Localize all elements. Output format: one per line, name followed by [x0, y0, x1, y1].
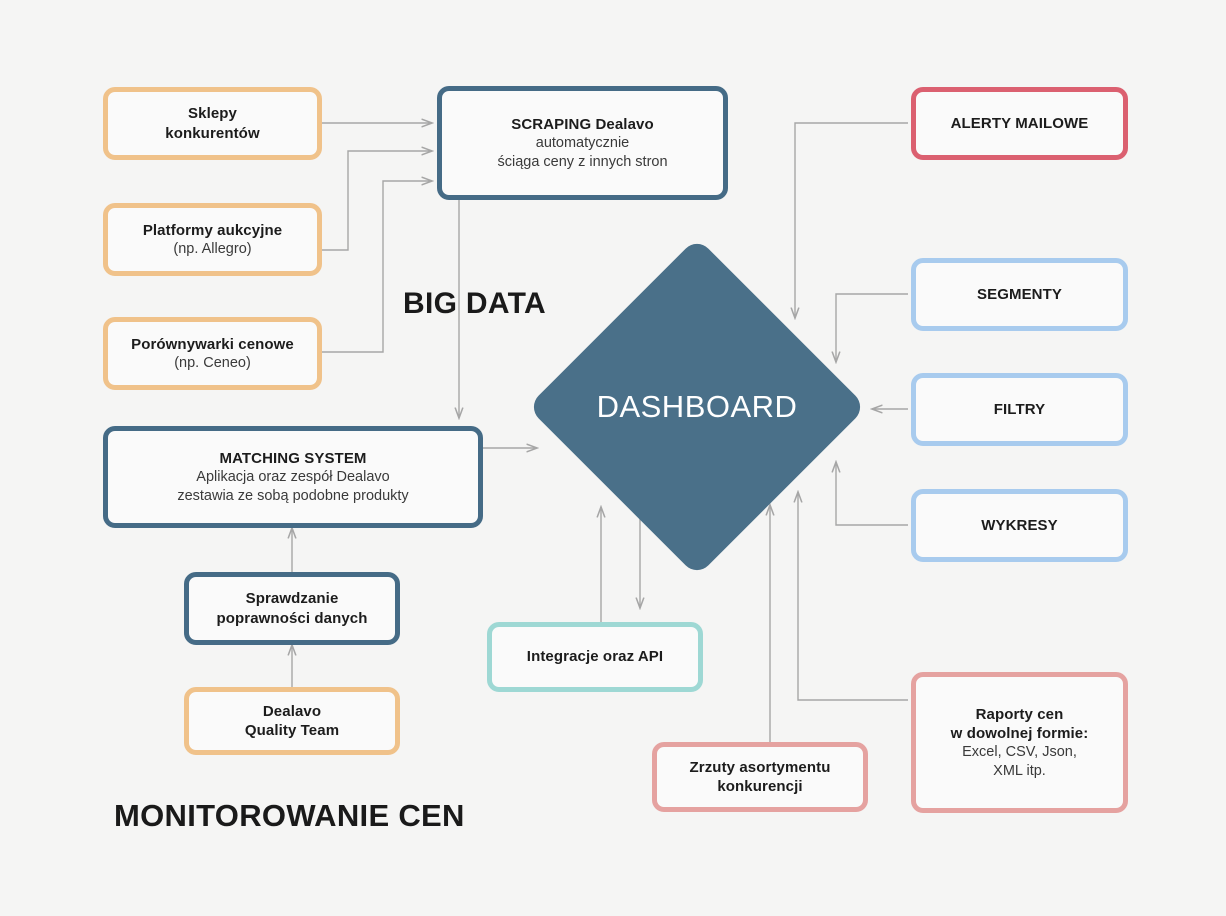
node-filtry[interactable]: FILTRY — [911, 373, 1128, 446]
node-matching-title: MATCHING SYSTEM — [219, 449, 367, 467]
node-zrzuty-line1: Zrzuty asortymentu — [689, 758, 831, 776]
node-platformy-line2: (np. Allegro) — [173, 240, 252, 257]
node-sklepy-line2: konkurentów — [165, 124, 260, 142]
node-alerty-mailowe[interactable]: ALERTY MAILOWE — [911, 87, 1128, 160]
node-sprawdzanie-poprawnosci[interactable]: Sprawdzanie poprawności danych — [184, 572, 400, 645]
node-platformy-line1: Platformy aukcyjne — [142, 221, 283, 239]
node-platformy-aukcyjne[interactable]: Platformy aukcyjne (np. Allegro) — [103, 203, 322, 276]
node-porownywarki-cenowe[interactable]: Porównywarki cenowe (np. Ceneo) — [103, 317, 322, 390]
node-integracje-api[interactable]: Integracje oraz API — [487, 622, 703, 692]
node-zrzuty-line2: konkurencji — [717, 778, 803, 795]
node-wykresy[interactable]: WYKRESY — [911, 489, 1128, 562]
node-alerty-label: ALERTY MAILOWE — [950, 114, 1089, 132]
node-quality-line2: Quality Team — [244, 722, 340, 739]
node-filtry-label: FILTRY — [993, 400, 1046, 418]
node-porownywarki-line1: Porównywarki cenowe — [131, 335, 294, 353]
node-sklepy-line1: Sklepy — [188, 105, 237, 123]
node-zrzuty-asortymentu[interactable]: Zrzuty asortymentu konkurencji — [652, 742, 868, 812]
node-raporty-line3: Excel, CSV, Json, — [962, 744, 1077, 761]
node-porownywarki-line2: (np. Ceneo) — [174, 354, 251, 371]
node-scraping-line3: ściąga ceny z innych stron — [497, 153, 668, 170]
label-big-data: BIG DATA — [403, 287, 546, 320]
node-matching-line2: Aplikacja oraz zespół Dealavo — [196, 469, 390, 486]
node-dealavo-quality-team[interactable]: Dealavo Quality Team — [184, 687, 400, 755]
node-raporty-line2: w dowolnej formie: — [950, 724, 1089, 742]
node-sklepy-konkurentow[interactable]: Sklepy konkurentów — [103, 87, 322, 160]
node-scraping-line2: automatycznie — [535, 135, 630, 152]
node-wykresy-label: WYKRESY — [981, 516, 1058, 534]
node-integracje-label: Integracje oraz API — [526, 648, 664, 666]
link-porownywarki-scraping — [322, 181, 432, 353]
node-sprawdzanie-line2: poprawności danych — [216, 609, 368, 627]
node-matching-line3: zestawia ze sobą podobne produkty — [177, 487, 409, 504]
node-matching-system[interactable]: MATCHING SYSTEM Aplikacja oraz zespół De… — [103, 426, 483, 528]
node-raporty-line4: XML itp. — [993, 762, 1046, 779]
node-scraping-dealavo[interactable]: SCRAPING Dealavo automatycznie ściąga ce… — [437, 86, 728, 200]
node-raporty-cen[interactable]: Raporty cen w dowolnej formie: Excel, CS… — [911, 672, 1128, 813]
node-scraping-title: SCRAPING Dealavo — [511, 115, 654, 133]
link-platformy-scraping — [322, 151, 432, 251]
dashboard-label: DASHBOARD — [596, 389, 798, 424]
node-dashboard[interactable]: DASHBOARD — [527, 237, 867, 577]
node-raporty-line1: Raporty cen — [975, 705, 1064, 723]
node-segmenty-label: SEGMENTY — [977, 285, 1062, 303]
node-quality-line1: Dealavo — [262, 702, 322, 720]
label-monitorowanie-cen: MONITOROWANIE CEN — [114, 798, 465, 833]
node-sprawdzanie-line1: Sprawdzanie — [245, 590, 339, 608]
node-segmenty[interactable]: SEGMENTY — [911, 258, 1128, 331]
